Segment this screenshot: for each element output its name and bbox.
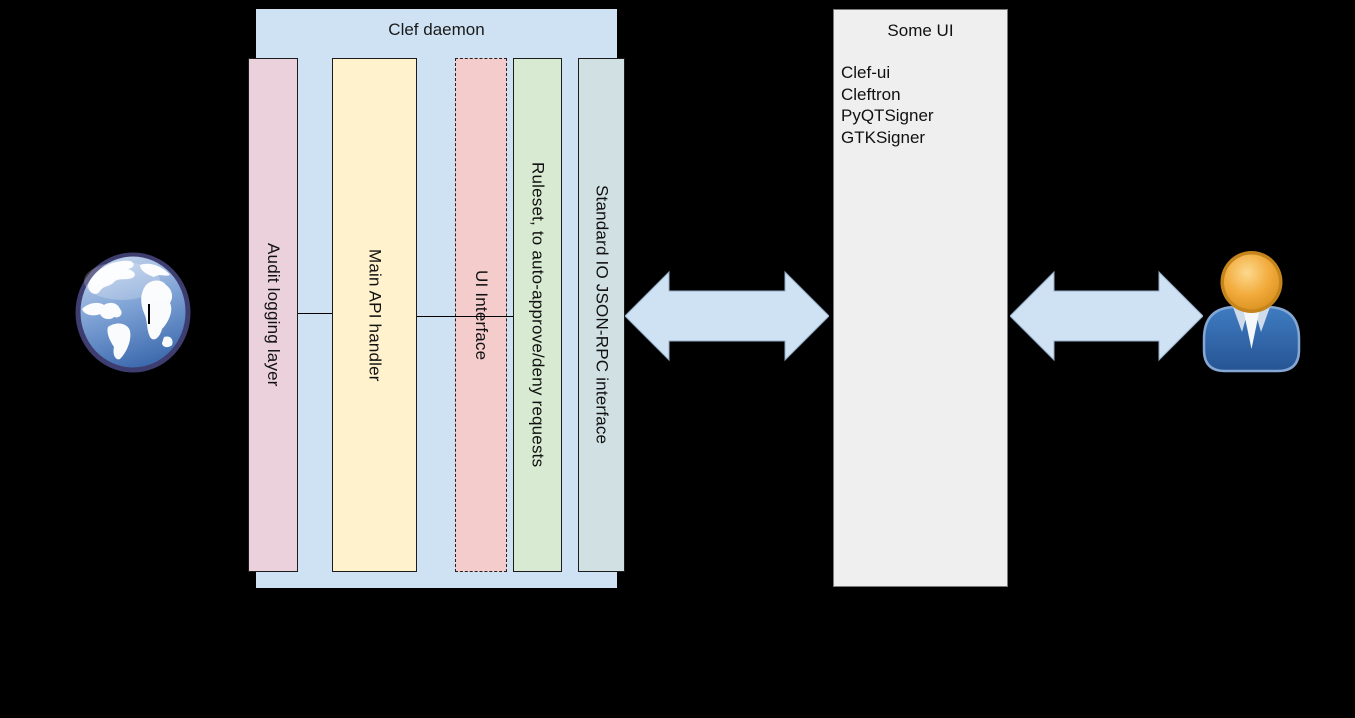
connector-line-audit-api bbox=[298, 313, 332, 314]
some-ui-title: Some UI bbox=[887, 21, 954, 40]
globe-icon bbox=[75, 252, 191, 373]
layer-label: Main API handler bbox=[365, 248, 385, 382]
layer-ruleset: Ruleset, to auto-approve/deny requests bbox=[513, 58, 562, 572]
layer-label: UI Interface bbox=[472, 269, 491, 361]
list-item: PyQTSigner bbox=[841, 106, 934, 125]
list-item: Clef-ui bbox=[841, 63, 891, 82]
connector-line-api-ruleset bbox=[417, 316, 513, 317]
layer-label: Audit logging layer bbox=[264, 243, 283, 387]
layer-stdio-jsonrpc: Standard IO JSON-RPC interface bbox=[578, 58, 625, 572]
layer-audit-logging: Audit logging layer bbox=[248, 58, 298, 572]
interaction-stdio-arrow bbox=[625, 270, 829, 362]
interaction-user-arrow bbox=[1010, 270, 1203, 362]
clef-daemon-box bbox=[256, 9, 617, 588]
some-ui-box bbox=[833, 9, 1008, 587]
connector-stub-line bbox=[148, 304, 150, 324]
user-icon bbox=[1202, 251, 1301, 373]
layer-label: Ruleset, to auto-approve/deny requests bbox=[528, 162, 548, 468]
list-item: GTKSigner bbox=[841, 127, 926, 147]
clef-daemon-title: Clef daemon bbox=[388, 20, 485, 39]
list-item: Cleftron bbox=[841, 84, 901, 104]
layer-ui-interface: UI Interface bbox=[455, 58, 507, 572]
layer-label: Standard IO JSON-RPC interface bbox=[592, 185, 612, 445]
layer-main-api-handler: Main API handler bbox=[332, 58, 417, 572]
some-ui-list: Clef-ui Cleftron PyQTSigner GTKSigner bbox=[841, 62, 934, 148]
